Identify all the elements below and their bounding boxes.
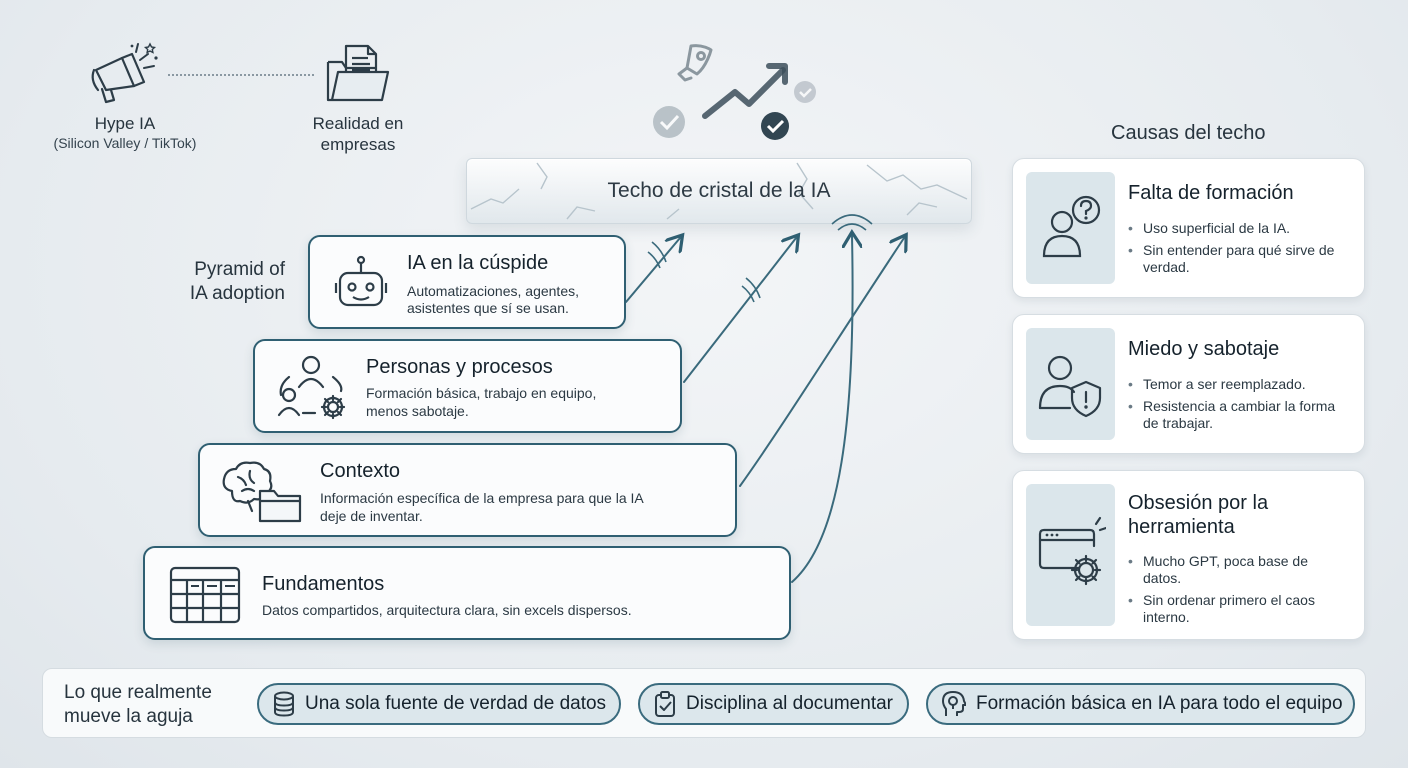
tier-desc-line2: menos sabotaje. <box>366 403 469 419</box>
cause-bullet: Uso superficial de la IA. <box>1128 220 1334 237</box>
cause-bullets: Temor a ser reemplazado. Resistencia a c… <box>1128 376 1335 437</box>
causes-title: Causas del techo <box>1111 122 1266 144</box>
pill-single-source: Una sola fuente de verdad de datos <box>257 683 621 725</box>
cause-card-formacion: Falta de formación Uso superficial de la… <box>1012 158 1365 298</box>
robot-icon <box>334 255 388 307</box>
crack-lines <box>470 162 968 220</box>
reality-title-line2: empresas <box>320 135 396 154</box>
hype-title: Hype IA <box>94 114 156 133</box>
window-gear-icon <box>1038 516 1106 586</box>
cause-icon-box <box>1026 484 1115 626</box>
tier-title: Personas y procesos <box>366 356 553 378</box>
pill-ai-training: Formación básica en IA para todo el equi… <box>926 683 1355 725</box>
user-shield-icon <box>1038 355 1102 418</box>
tier-contexto: Contexto Información específica de la em… <box>198 443 737 537</box>
pill-label: Disciplina al documentar <box>686 693 893 714</box>
tier-desc-line2: asistentes que sí se usan. <box>407 300 569 316</box>
tier-desc-line1: Datos compartidos, arquitectura clara, s… <box>262 602 632 618</box>
clipboard-check-icon <box>655 691 675 717</box>
tier-fundamentos: Fundamentos Datos compartidos, arquitect… <box>143 546 791 640</box>
user-question-icon <box>1042 195 1101 258</box>
database-icon <box>274 691 294 717</box>
megaphone-icon <box>91 42 158 104</box>
table-icon <box>169 566 241 624</box>
cause-bullets: Uso superficial de la IA. Sin entender p… <box>1128 220 1334 281</box>
cause-icon-box <box>1026 328 1115 440</box>
reality-title-line1: Realidad en <box>312 114 404 133</box>
pill-label: Una sola fuente de verdad de datos <box>305 693 607 714</box>
tier-desc-line1: Información específica de la empresa par… <box>320 490 644 506</box>
tier-title: IA en la cúspide <box>407 252 549 274</box>
lightbulb-head-icon <box>942 691 966 716</box>
hype-subtitle: (Silicon Valley / TikTok) <box>53 135 197 151</box>
tier-desc-line1: Formación básica, trabajo en equipo, <box>366 385 597 401</box>
people-gear-icon <box>277 355 346 420</box>
folder-documents-icon <box>326 44 390 102</box>
hype-reality-connector <box>168 74 314 76</box>
glass-ceiling: Techo de cristal de la IA <box>466 158 972 224</box>
tier-title: Fundamentos <box>262 573 385 595</box>
cause-title: Miedo y sabotaje <box>1128 338 1280 360</box>
pyramid-label-line2: IA adoption <box>189 283 285 304</box>
ceiling-label: Techo de cristal de la IA <box>607 179 831 202</box>
tier-personas-procesos: Personas y procesos Formación básica, tr… <box>253 339 682 433</box>
pill-documentation: Disciplina al documentar <box>638 683 909 725</box>
pill-label: Formación básica en IA para todo el equi… <box>976 693 1343 714</box>
cause-icon-box <box>1026 172 1115 284</box>
pyramid-label-line1: Pyramid of <box>194 259 285 280</box>
brain-folder-icon <box>222 461 302 523</box>
tier-ia-cuspide: IA en la cúspide Automatizaciones, agent… <box>308 235 626 329</box>
bottom-label: Lo que realmente mueve la aguja <box>64 682 212 727</box>
tier-desc-line1: Automatizaciones, agentes, <box>407 283 579 299</box>
rocket-growth-icon <box>653 44 816 140</box>
cause-bullet: Temor a ser reemplazado. <box>1128 376 1335 393</box>
cause-card-miedo: Miedo y sabotaje Temor a ser reemplazado… <box>1012 314 1365 454</box>
tier-title: Contexto <box>320 460 401 482</box>
impact-arrows <box>625 214 940 583</box>
bottom-bar: Lo que realmente mueve la aguja Una sola… <box>42 668 1366 738</box>
cause-title: Falta de formación <box>1128 182 1294 204</box>
tier-desc-line2: deje de inventar. <box>320 508 423 524</box>
